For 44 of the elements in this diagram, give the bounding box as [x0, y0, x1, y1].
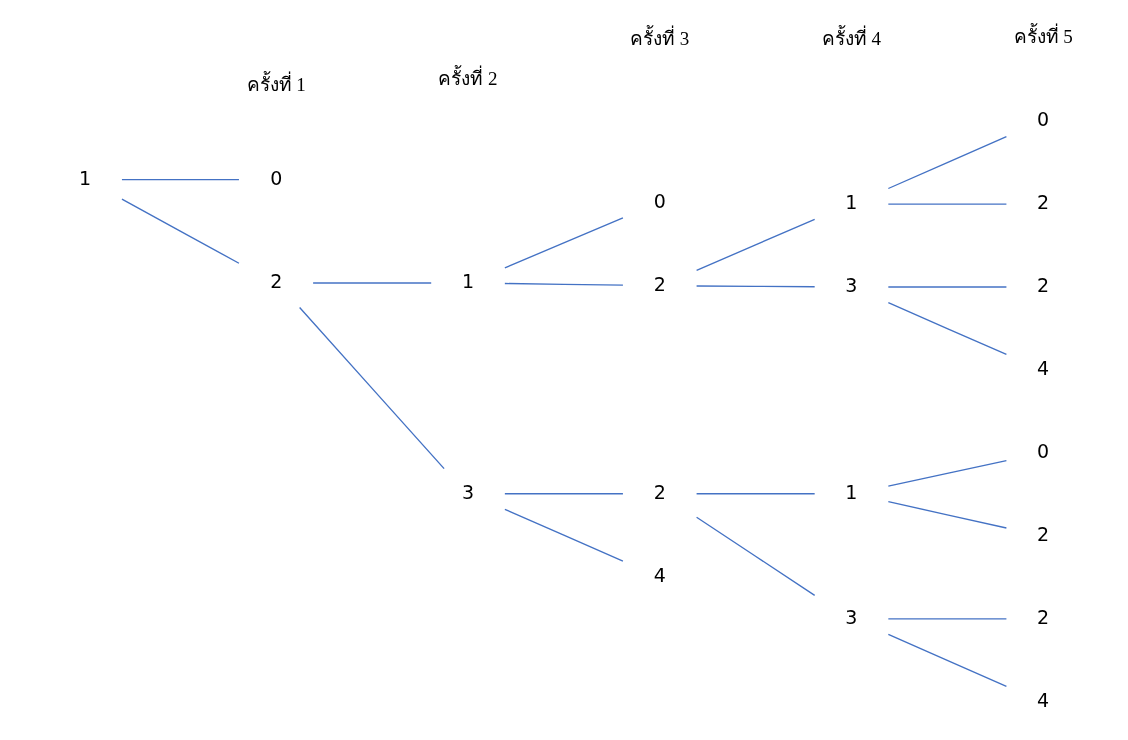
node-text: 3	[844, 274, 857, 297]
connector	[695, 493, 815, 495]
node-text: 2	[1036, 191, 1049, 214]
connector	[503, 282, 624, 286]
connector	[311, 282, 432, 284]
connector	[298, 306, 445, 470]
node-text: 2	[1036, 274, 1049, 297]
connector	[695, 285, 815, 288]
label: ครั้งที่ 3	[629, 27, 689, 49]
connector	[120, 178, 240, 181]
node-text: 2	[269, 270, 282, 292]
connector	[887, 633, 1007, 687]
node-text: 4	[1036, 357, 1049, 380]
connector	[503, 217, 624, 269]
connector	[120, 198, 240, 264]
node-text: 0	[653, 189, 666, 212]
connector	[887, 301, 1007, 356]
connector	[503, 508, 624, 562]
node-text: 4	[653, 563, 666, 586]
node-text: 0	[1036, 108, 1049, 131]
node-text: 1	[844, 191, 857, 214]
connector	[887, 203, 1007, 205]
connector	[695, 218, 815, 271]
connector	[887, 618, 1007, 620]
node-text: 1	[844, 480, 857, 503]
node-text: 3	[461, 480, 474, 503]
connector	[887, 501, 1007, 529]
node-text: 2	[653, 272, 666, 295]
label: ครั้งที่ 1	[246, 73, 306, 95]
node-text: 0	[1036, 439, 1049, 462]
label: ครั้งที่ 4	[821, 27, 881, 49]
node-text: 1	[78, 166, 91, 189]
node-text: 4	[1036, 688, 1049, 711]
connector	[695, 516, 815, 597]
connector	[503, 493, 624, 495]
node-text: 3	[844, 605, 857, 628]
node-text: 2	[1036, 605, 1049, 628]
connector	[887, 459, 1007, 487]
connector	[887, 286, 1007, 288]
node-text: 2	[1036, 522, 1049, 545]
connector	[887, 136, 1007, 190]
node-text: 2	[653, 480, 666, 503]
node-text: 1	[461, 270, 474, 292]
node-text: 0	[269, 166, 282, 189]
